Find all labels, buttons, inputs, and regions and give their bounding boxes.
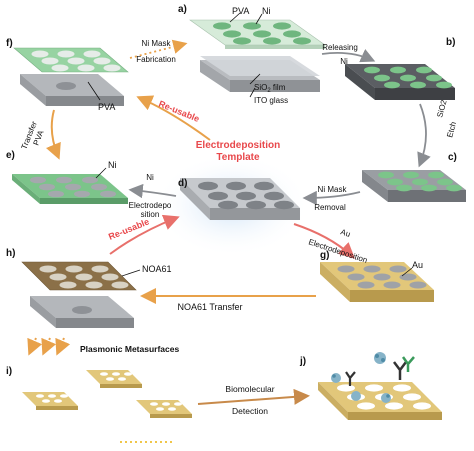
panel-b xyxy=(345,64,455,100)
panel-f xyxy=(13,47,129,106)
arrow-label-biomolecular: Biomolecular xyxy=(225,384,274,394)
panel-e-label: e) xyxy=(6,150,15,161)
arrow-biomolecular-detection xyxy=(197,388,310,405)
arrow-ni-mask-removal xyxy=(302,190,361,206)
au-label: Au xyxy=(412,260,423,270)
arrow-label-ni-mask-removal-1: Ni Mask xyxy=(318,185,348,194)
arrow-label-noa61-transfer: NOA61 Transfer xyxy=(177,302,242,312)
template-title-line1: Electrodeposition xyxy=(196,140,280,151)
arrow-label-reusable-mid: Re-usable xyxy=(107,216,151,241)
sio2-film-label: SiO2 film xyxy=(254,83,286,94)
arrow-au-electrodeposition xyxy=(293,223,355,259)
arrow-releasing xyxy=(321,48,376,63)
panel-f-label: f) xyxy=(6,38,13,49)
arrow-sio2-etch xyxy=(417,103,431,168)
arrow-label-ni-electro-3: sition xyxy=(141,210,160,219)
arrow-pva-transfer xyxy=(46,109,61,160)
ni-label-a: Ni xyxy=(262,6,271,16)
arrow-ni-electrodeposition xyxy=(128,183,177,199)
arrow-label-reusable-top: Re-usable xyxy=(157,99,201,124)
ni-label-e: Ni xyxy=(108,160,117,170)
arrow-reusable-top xyxy=(136,95,211,141)
plasmonic-arrows xyxy=(27,337,71,356)
arrow-label-ni-electro-1: Ni xyxy=(146,173,154,182)
arrow-label-au: Au xyxy=(339,227,351,239)
arrow-reusable-mid xyxy=(109,214,180,255)
panel-a-label: a) xyxy=(178,4,187,15)
arrow-label-releasing-ni: Ni xyxy=(340,57,348,66)
arrow-label-releasing: Releasing xyxy=(322,43,358,52)
template-title-line2: Template xyxy=(216,152,260,163)
arrow-label-detection: Detection xyxy=(232,406,268,416)
arrow-label-ni-mask-removal-2: Removal xyxy=(314,203,346,212)
panel-i xyxy=(22,370,192,443)
arrow-label-sio2: SiO2 xyxy=(435,98,448,118)
panel-e xyxy=(12,167,128,204)
noa61-label: NOA61 xyxy=(142,264,172,274)
arrow-label-fabrication: Fabrication xyxy=(136,55,176,64)
panel-c-label: c) xyxy=(448,152,457,163)
arrow-label-etch: Etch xyxy=(445,121,458,139)
plasmonic-metasurfaces-label: Plasmonic Metasurfaces xyxy=(80,344,179,354)
panel-j-label: j) xyxy=(299,356,306,367)
panel-d xyxy=(180,178,300,220)
panel-g xyxy=(320,262,434,302)
panel-b-label: b) xyxy=(446,37,455,48)
panel-i-label: i) xyxy=(6,366,12,377)
arrow-ni-mask-fabrication xyxy=(129,39,188,59)
arrow-label-ni-mask: Ni Mask xyxy=(142,39,172,48)
arrow-label-ni-electro-2: Electrodepo xyxy=(129,201,172,210)
panel-h-label: h) xyxy=(6,248,15,259)
panel-g-label: g) xyxy=(320,250,329,261)
panel-a xyxy=(189,12,326,98)
ito-glass-label: ITO glass xyxy=(254,96,288,105)
pva-label-f: PVA xyxy=(98,102,115,112)
panel-d-label: d) xyxy=(178,178,187,189)
pva-label-a: PVA xyxy=(232,6,249,16)
panel-j xyxy=(318,352,442,420)
arrow-label-electrodeposition: Electrodeposition xyxy=(307,237,368,265)
panel-c xyxy=(362,170,466,202)
panel-h xyxy=(21,261,141,328)
